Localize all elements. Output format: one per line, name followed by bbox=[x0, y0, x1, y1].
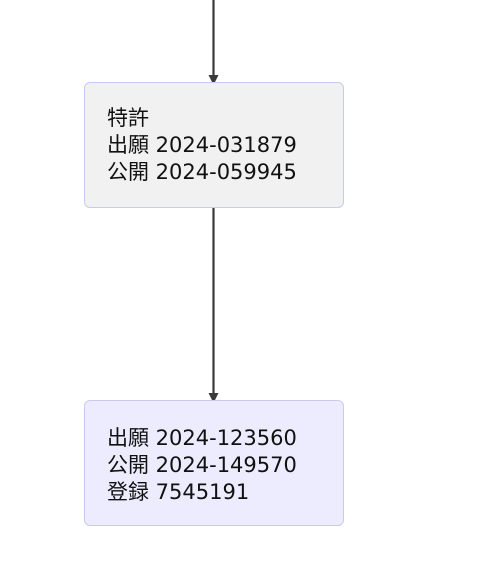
node-2-line-1: 出願 2024-123560 bbox=[107, 426, 297, 450]
node-1-line-2: 出願 2024-031879 bbox=[107, 133, 297, 157]
node-1-line-1: 特許 bbox=[107, 106, 149, 130]
node-2-line-3: 登録 7545191 bbox=[107, 480, 250, 504]
node-2-line-2: 公開 2024-149570 bbox=[107, 453, 297, 477]
node-patent-application[interactable]: 特許 出願 2024-031879 公開 2024-059945 bbox=[84, 82, 344, 208]
node-1-line-3: 公開 2024-059945 bbox=[107, 160, 297, 184]
node-registration[interactable]: 出願 2024-123560 公開 2024-149570 登録 7545191 bbox=[84, 400, 344, 526]
